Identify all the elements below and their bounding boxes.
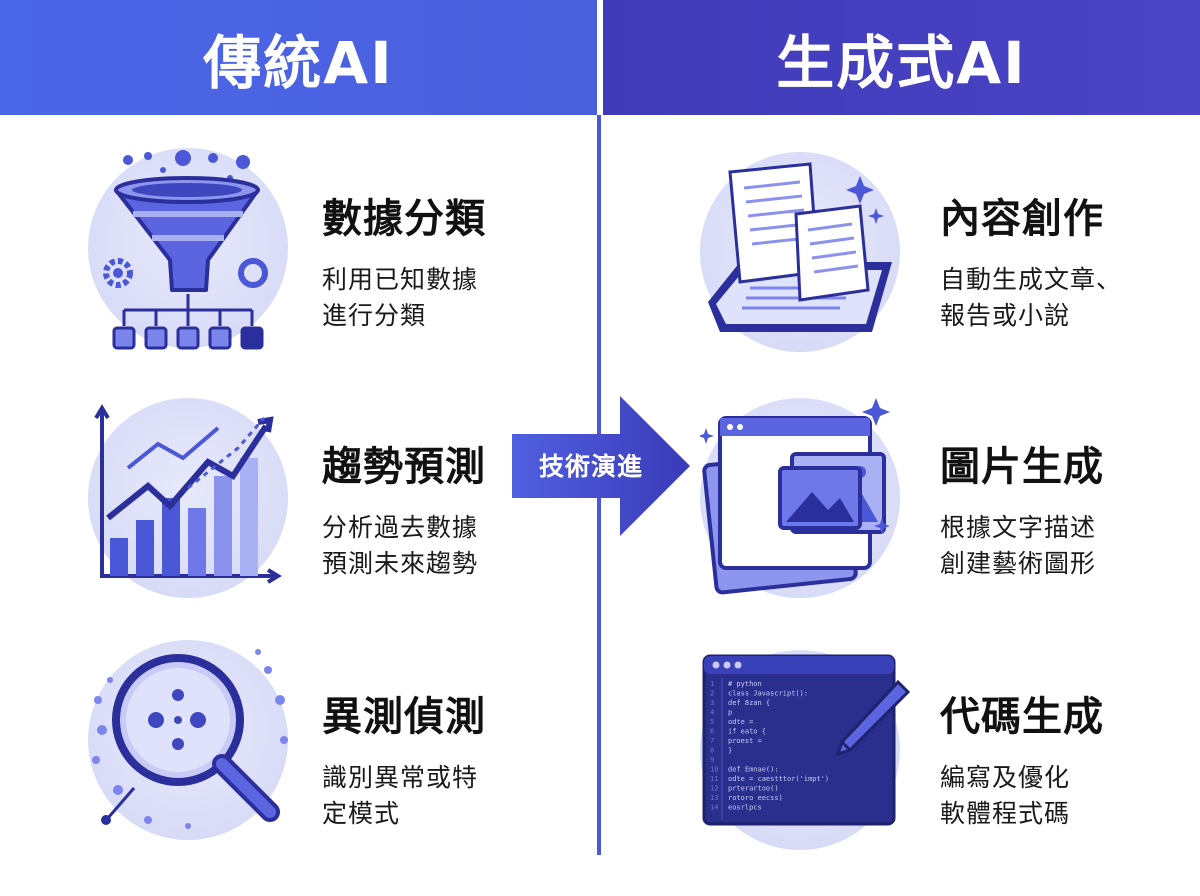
code-line-number: 14 — [710, 804, 718, 812]
funnel-icon — [88, 148, 288, 350]
classification-desc-line1: 利用已知數據 — [322, 265, 479, 294]
classification-desc-line2: 進行分類 — [322, 301, 427, 330]
traditional-ai-title: 傳統AI — [203, 28, 394, 97]
traditional-ai-header: 傳統AI — [0, 0, 597, 115]
content-creation-block: 內容創作 自動生成文章、 報告或小說 — [940, 186, 1122, 334]
classification-block: 數據分類 利用已知數據 進行分類 — [322, 186, 486, 334]
content-creation-desc-line2: 報告或小說 — [940, 301, 1071, 330]
trend-prediction-title: 趨勢預測 — [322, 444, 486, 490]
code-line-number: 11 — [710, 775, 718, 783]
classification-title: 數據分類 — [322, 196, 486, 242]
trend-chart-icon — [88, 398, 288, 598]
generative-ai-title: 生成式AI — [776, 28, 1027, 97]
content-creation-title: 內容創作 — [940, 196, 1104, 242]
code-line-number: 5 — [710, 718, 714, 726]
image-generation-title: 圖片生成 — [940, 444, 1104, 490]
image-generation-block: 圖片生成 根據文字描述 創建藝術圖形 — [940, 434, 1104, 582]
code-line: def Emnae(): — [728, 766, 779, 774]
code-generation-desc-line1: 編寫及優化 — [940, 763, 1071, 792]
code-line: rotoro eecss) — [728, 794, 783, 802]
anomaly-detection-desc-line2: 定模式 — [322, 799, 401, 828]
code-line: odte = caestttor('impt') — [728, 775, 829, 783]
code-generation-block: 代碼生成 編寫及優化 軟體程式碼 — [940, 684, 1104, 832]
code-line: odte = — [728, 718, 753, 726]
trend-prediction-block: 趨勢預測 分析過去數據 預測未來趨勢 — [322, 434, 486, 582]
code-line-number: 1 — [710, 680, 714, 688]
anomaly-detection-title: 異測偵測 — [322, 694, 486, 740]
code-line: p — [728, 709, 732, 717]
code-generation-title: 代碼生成 — [940, 694, 1104, 740]
code-line-number: 8 — [710, 747, 714, 755]
code-editor-icon: 1 # python 2 class Javascript(): 3 def 8zan … — [700, 650, 911, 850]
image-generation-desc-line2: 創建藝術圖形 — [940, 549, 1097, 578]
code-line: class Javascript(): — [728, 690, 808, 698]
code-line-number: 12 — [710, 785, 718, 793]
trend-prediction-desc-line1: 分析過去數據 — [322, 513, 479, 542]
document-tablet-icon — [700, 152, 900, 352]
image-generation-desc-line1: 根據文字描述 — [940, 513, 1097, 542]
code-line: } — [728, 747, 732, 755]
code-line-number: 7 — [710, 737, 714, 745]
code-line: prterartoo() — [728, 785, 779, 793]
evolution-label: 技術演進 — [538, 452, 643, 481]
header-gap — [597, 0, 603, 115]
code-line: if eato { — [728, 728, 766, 736]
anomaly-detection-desc-line1: 識別異常或特 — [322, 763, 479, 792]
code-line: # python — [728, 680, 762, 688]
code-line-number: 3 — [710, 699, 714, 707]
trend-prediction-desc-line2: 預測未來趨勢 — [322, 549, 479, 578]
code-generation-desc-line2: 軟體程式碼 — [940, 799, 1071, 828]
evolution-arrow-icon — [512, 396, 690, 536]
generative-ai-header: 生成式AI — [603, 0, 1200, 115]
code-line-number: 2 — [710, 690, 714, 698]
code-line: def 8zan { — [728, 699, 770, 707]
code-line-number: 13 — [710, 794, 718, 802]
image-gallery-icon — [700, 398, 900, 598]
code-line: eosrlpcs — [728, 804, 762, 812]
code-line-number: 10 — [710, 766, 718, 774]
code-line-number: 9 — [710, 756, 714, 764]
code-line-number: 4 — [710, 709, 714, 717]
code-line-number: 6 — [710, 728, 714, 736]
anomaly-detection-block: 異測偵測 識別異常或特 定模式 — [322, 684, 486, 832]
content-creation-desc-line1: 自動生成文章、 — [940, 265, 1123, 294]
magnifier-icon — [88, 640, 288, 840]
code-line: proest = — [728, 737, 762, 745]
